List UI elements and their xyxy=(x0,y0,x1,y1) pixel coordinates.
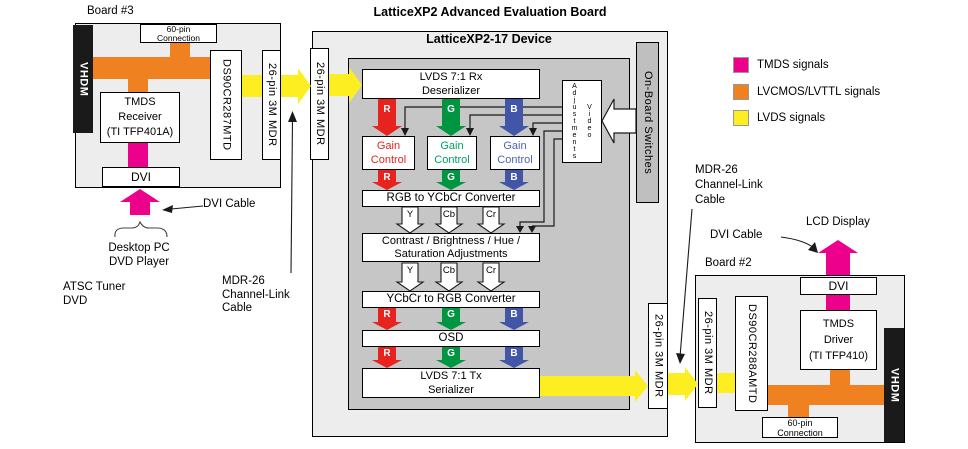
legend-label-lvcmos: LVCMOS/LVTTL signals xyxy=(757,86,881,98)
dvi-cable-label-right: DVI Cable xyxy=(710,229,763,241)
g-label-4: G xyxy=(447,348,455,359)
lvcmos-stub-driver-board2 xyxy=(830,370,850,385)
b-label-3: B xyxy=(510,309,518,320)
tmds-arrow-dvi-in xyxy=(120,189,160,215)
legend-swatch-lvcmos xyxy=(733,84,749,100)
b-label-1: B xyxy=(510,104,518,115)
lvcmos-bus-board2 xyxy=(768,385,884,405)
r-label-3: R xyxy=(383,309,391,320)
rgb-to-ycbcr-box: RGB to YCbCr Converter xyxy=(362,190,540,207)
dvi-box-board3: DVI xyxy=(102,167,180,187)
vhdm-right-label: VHDM xyxy=(888,367,901,403)
lvcmos-bus-board3 xyxy=(93,57,210,79)
b-label-2: B xyxy=(510,172,518,183)
leader-dvi-cable-left xyxy=(170,205,204,210)
leader-mdr26-right xyxy=(679,208,693,358)
board3-label: Board #3 xyxy=(87,5,134,17)
mdr-box-center-left: 26-pin 3M MDR xyxy=(310,48,329,160)
tmds-link-board2 xyxy=(826,295,850,310)
dvi-box-board2: DVI xyxy=(800,277,877,295)
legend-swatch-lvds xyxy=(733,110,749,126)
lvcmos-stub-60pin-board2 xyxy=(788,404,809,417)
vhdm-bar-left: VHDM xyxy=(73,25,93,133)
brace-desktop-pc xyxy=(114,220,168,238)
leader-head-mdr26-right xyxy=(676,353,685,364)
board2-label: Board #2 xyxy=(705,257,752,269)
dvi-cable-label-left: DVI Cable xyxy=(203,198,256,210)
lvds-arrow-board3-to-center xyxy=(281,68,311,104)
contrast-brightness-box: Contrast / Brightness / Hue /Saturation … xyxy=(362,233,540,262)
leader-dvi-cable-right xyxy=(780,236,815,249)
eval-board-title: LatticeXP2 Advanced Evaluation Board xyxy=(373,5,607,19)
onboard-switches-box: On-Board Switches xyxy=(636,42,659,203)
osd-box: OSD xyxy=(362,330,540,347)
lvds-link-board2 xyxy=(716,373,735,393)
vhdm-left-label: VHDM xyxy=(77,61,90,97)
tmds-link-board3 xyxy=(128,143,148,167)
ycbcr-to-rgb-box: YCbCr to RGB Converter xyxy=(362,291,540,308)
leader-head-dvi-right xyxy=(808,242,818,253)
cb-label-1: Cb xyxy=(442,209,456,220)
g-label-2: G xyxy=(447,172,455,183)
y-label-1: Y xyxy=(406,209,414,220)
b-label-4: B xyxy=(510,348,518,359)
cr-label-1: Cr xyxy=(485,209,497,220)
device-title: LatticeXP2-17 Device xyxy=(426,32,552,46)
r-label-2: R xyxy=(383,172,391,183)
y-label-2: Y xyxy=(406,265,414,276)
tmds-arrow-lcd-out xyxy=(818,240,858,275)
leader-mdr26-left xyxy=(290,118,294,274)
r-label-4: R xyxy=(383,348,391,359)
r-label-1: R xyxy=(383,104,391,115)
mdr-box-center-right: 26-pin 3M MDR xyxy=(648,303,668,409)
lvds-arrow-center-to-board2 xyxy=(668,367,698,401)
mdr-box-board2: 26-pin 3M MDR xyxy=(698,298,717,408)
leader-head-dvi-left xyxy=(162,205,173,213)
lvcmos-stub-receiver-board3 xyxy=(128,78,148,92)
lvds-link-board3 xyxy=(242,75,262,97)
g-label-1: G xyxy=(447,104,455,115)
cb-label-2: Cb xyxy=(442,265,456,276)
legend-label-tmds: TMDS signals xyxy=(757,59,829,71)
cr-label-2: Cr xyxy=(485,265,497,276)
legend-swatch-tmds xyxy=(733,57,749,73)
g-label-3: G xyxy=(447,309,455,320)
ds90cr287-box: DS90CR287MTD xyxy=(210,50,242,160)
ds90cr288-box: DS90CR288AMTD xyxy=(735,296,768,411)
lvcmos-stub-60pin-board3 xyxy=(170,43,190,58)
lcd-display-label: LCD Display xyxy=(806,216,870,228)
vhdm-bar-right: VHDM xyxy=(884,328,904,442)
legend-label-lvds: LVDS signals xyxy=(757,112,826,124)
mdr-box-board3: 26-pin 3M MDR xyxy=(262,50,281,160)
leader-head-mdr26-left xyxy=(288,111,297,122)
